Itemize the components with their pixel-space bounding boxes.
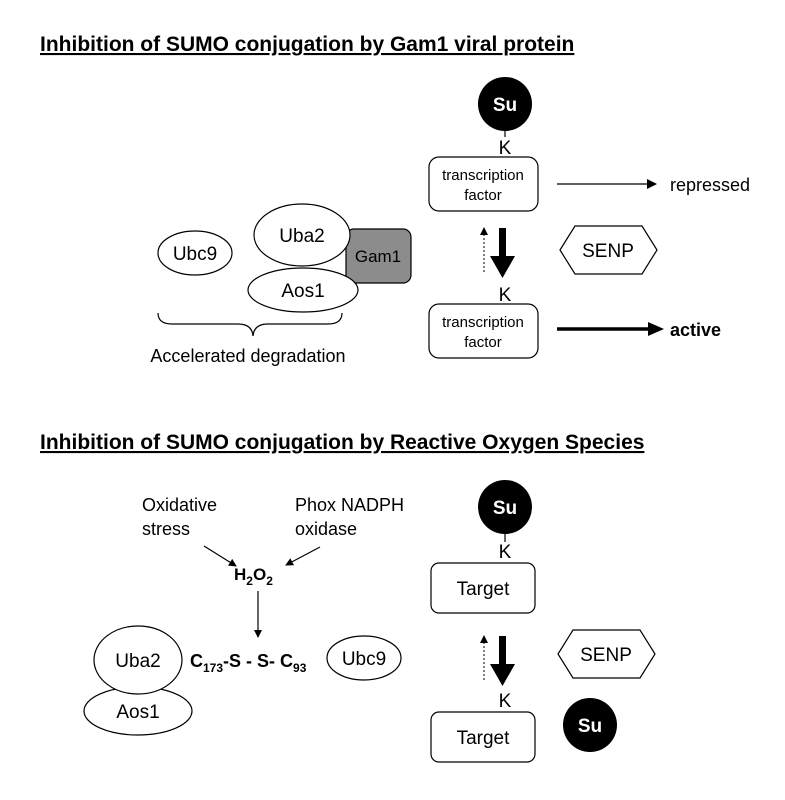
sumo-label-bottom: Su bbox=[493, 498, 517, 519]
lysine-label-target-bottom: K bbox=[499, 691, 512, 712]
gam1-label: Gam1 bbox=[355, 247, 401, 266]
target-label-bottom: Target bbox=[457, 728, 511, 749]
top-panel-title: Inhibition of SUMO conjugation by Gam1 v… bbox=[40, 33, 574, 56]
tf-top-line1: transcription bbox=[442, 167, 524, 184]
bottom-panel-title: Inhibition of SUMO conjugation by Reacti… bbox=[40, 431, 644, 454]
tf-bottom-line2: factor bbox=[464, 334, 502, 351]
target-box-top bbox=[430, 562, 536, 614]
phox-line2: oxidase bbox=[295, 519, 357, 539]
uba2-label-bottom: Uba2 bbox=[115, 651, 160, 672]
sumo-label: Su bbox=[493, 95, 517, 116]
repressed-label: repressed bbox=[670, 175, 750, 195]
tf-bottom-line1: transcription bbox=[442, 314, 524, 331]
transcription-factor-bottom bbox=[428, 303, 539, 359]
oxidative-arrow bbox=[203, 545, 237, 567]
aos1-label-bottom: Aos1 bbox=[116, 702, 159, 723]
uba2-label: Uba2 bbox=[279, 226, 324, 247]
active-label: active bbox=[670, 320, 721, 340]
desumoylation-bold-arrow bbox=[490, 228, 515, 278]
ubc9-protein-bottom bbox=[326, 635, 402, 681]
degradation-brace bbox=[157, 312, 343, 337]
uba2-protein-bottom bbox=[93, 625, 183, 695]
disulfide-bridge: C173-S - S-C93 bbox=[190, 651, 307, 675]
desumoylation-bold-arrow-bottom bbox=[490, 636, 515, 686]
uba2-protein bbox=[253, 203, 351, 267]
tf-top-line2: factor bbox=[464, 187, 502, 204]
ubc9-label-bottom: Ubc9 bbox=[342, 649, 386, 670]
ubc9-protein bbox=[157, 230, 233, 276]
transcription-factor-top bbox=[428, 156, 539, 212]
sumo-circle-free bbox=[563, 698, 617, 752]
ubc9-label: Ubc9 bbox=[173, 244, 217, 265]
degradation-label: Accelerated degradation bbox=[150, 346, 345, 366]
senp-label: SENP bbox=[582, 241, 634, 262]
aos1-protein bbox=[247, 267, 359, 313]
sumo-circle-bottom bbox=[478, 480, 532, 534]
lysine-label-top: K bbox=[499, 138, 512, 159]
target-box-bottom bbox=[430, 711, 536, 763]
oxidative-stress-line2: stress bbox=[142, 519, 190, 539]
phox-arrow bbox=[285, 546, 321, 566]
gam1-protein bbox=[345, 228, 412, 284]
lysine-label-target-top: K bbox=[499, 542, 512, 563]
senp-label-bottom: SENP bbox=[580, 645, 632, 666]
phox-line1: Phox NADPH bbox=[295, 495, 404, 515]
sumo-circle bbox=[478, 77, 532, 131]
aos1-label: Aos1 bbox=[281, 281, 324, 302]
h2o2-label: H2O2 bbox=[234, 565, 273, 588]
target-label-top: Target bbox=[457, 579, 511, 600]
lysine-label-bottom: K bbox=[499, 285, 512, 306]
active-arrow-head bbox=[648, 322, 664, 336]
senp-hexagon bbox=[559, 225, 658, 275]
senp-hexagon-bottom bbox=[557, 629, 656, 679]
sumo-label-free: Su bbox=[578, 716, 602, 737]
oxidative-stress-line1: Oxidative bbox=[142, 495, 217, 515]
